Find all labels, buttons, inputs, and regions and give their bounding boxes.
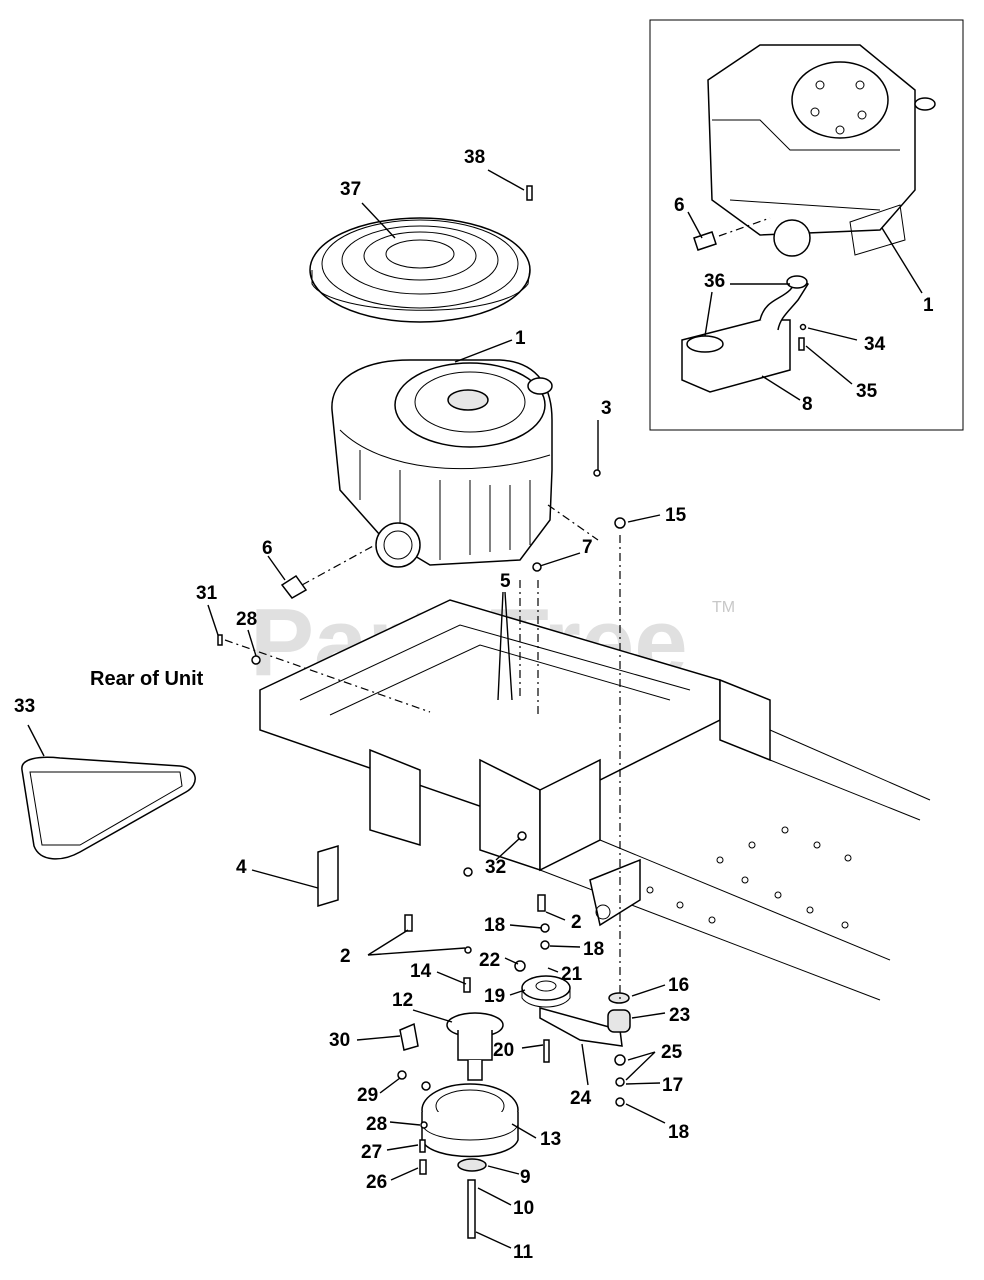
washer-16-illustration [608, 992, 630, 1004]
spacer-23-illustration [607, 1009, 631, 1033]
callout-labels: 1 1 2 2 3 4 5 6 6 7 8 9 10 11 12 13 14 1… [14, 147, 934, 1263]
pulley-housing-12 [446, 1012, 504, 1081]
callout-label: 33 [14, 696, 35, 717]
callout-label: 6 [262, 538, 273, 559]
callout-label: 11 [513, 1242, 534, 1263]
rear-of-unit-label: Rear of Unit [90, 668, 204, 690]
callout-label: 28 [366, 1114, 387, 1135]
callout-label: 2 [571, 912, 582, 933]
bracket-4-illustration [317, 844, 339, 908]
callout-label: 1 [923, 295, 934, 316]
inset-panel [649, 19, 964, 431]
callout-label: 3 [601, 398, 612, 419]
callout-label: 18 [668, 1122, 689, 1143]
watermark-trademark: TM [712, 599, 735, 616]
callout-label: 26 [366, 1172, 387, 1193]
small-hardware [217, 469, 626, 1175]
callout-label: 7 [582, 537, 593, 558]
callout-label: 21 [561, 964, 583, 985]
callout-label: 29 [357, 1085, 378, 1106]
callout-label: 27 [361, 1142, 382, 1163]
callout-label: 28 [236, 609, 257, 630]
callout-label: 2 [340, 946, 351, 967]
callout-label: 35 [856, 381, 878, 402]
callout-label: 13 [540, 1129, 561, 1150]
inset-muffler-illustration [681, 275, 810, 393]
callout-label: 9 [520, 1167, 531, 1188]
callout-label: 30 [329, 1030, 350, 1051]
air-filter-cover [309, 217, 531, 323]
chassis-frame-illustration [259, 599, 931, 1001]
electric-clutch-13 [421, 1083, 519, 1158]
callout-label: 19 [484, 986, 505, 1007]
callout-label: 6 [674, 195, 685, 216]
callout-label: 34 [864, 334, 886, 355]
inset-engine-illustration [707, 44, 936, 257]
callout-label: 31 [196, 583, 218, 604]
callout-label: 14 [410, 961, 432, 982]
callout-label: 12 [392, 990, 413, 1011]
callout-label: 24 [570, 1088, 592, 1109]
callout-label: 25 [661, 1042, 683, 1063]
washer-9-illustration [457, 1158, 487, 1172]
callout-label: 16 [668, 975, 689, 996]
callout-label: 20 [493, 1040, 514, 1061]
callout-label: 22 [479, 950, 500, 971]
idler-pulley-19 [521, 975, 571, 1008]
callout-label: 10 [513, 1198, 534, 1219]
callout-label: 38 [464, 147, 485, 168]
callout-label: 36 [704, 271, 725, 292]
callout-label: 15 [665, 505, 687, 526]
callout-label: 37 [340, 179, 361, 200]
callout-label: 1 [515, 328, 526, 349]
screw-38-illustration [526, 185, 533, 201]
spark-plug-boot-illustration [280, 574, 308, 599]
bolt-11-illustration [467, 1179, 476, 1239]
callout-label: 4 [236, 857, 247, 878]
assembly-lines [224, 217, 771, 1000]
callout-label: 5 [500, 571, 511, 592]
callout-label: 23 [669, 1005, 690, 1026]
main-engine-illustration [331, 359, 553, 568]
callout-label: 18 [583, 939, 604, 960]
drive-belt-illustration [21, 756, 196, 860]
callout-label: 17 [662, 1075, 683, 1096]
leader-lines [27, 169, 923, 1249]
callout-label: 18 [484, 915, 505, 936]
callout-label: 32 [485, 857, 506, 878]
idler-arm-24 [539, 1007, 623, 1047]
callout-label: 8 [802, 394, 813, 415]
